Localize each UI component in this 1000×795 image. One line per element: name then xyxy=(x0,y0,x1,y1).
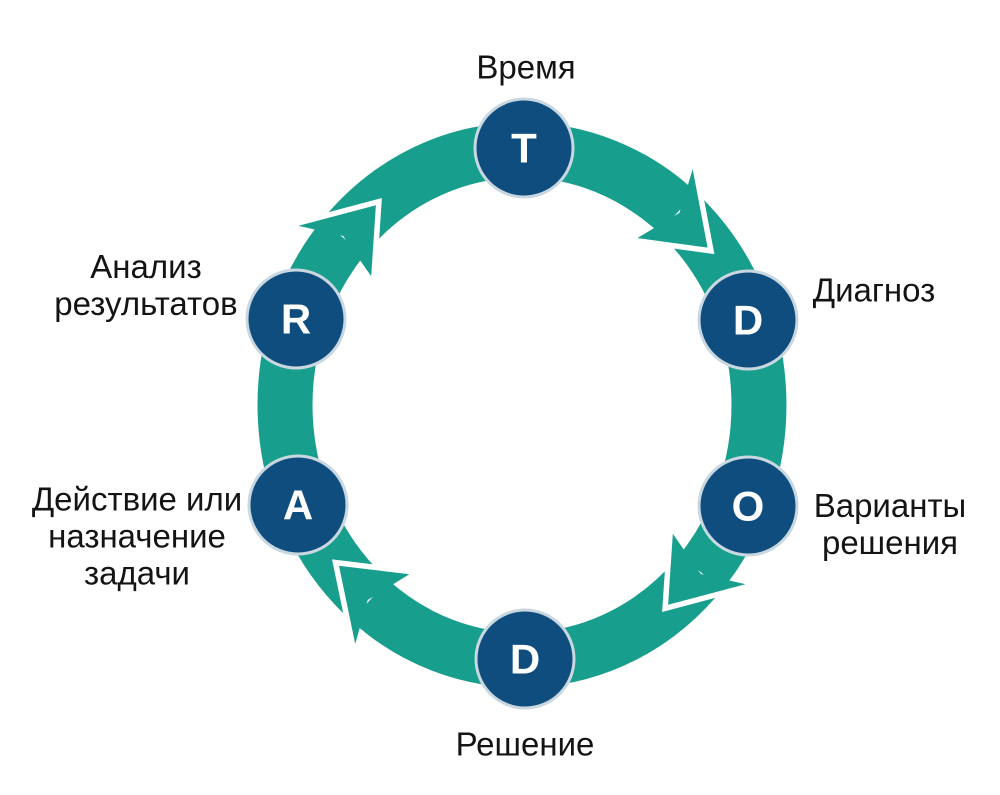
ring-arrow-joint-1 xyxy=(615,153,697,234)
node-letter-D1: D xyxy=(733,297,763,344)
label-options: Варианты решения xyxy=(813,487,967,561)
node-circle-R xyxy=(245,268,347,370)
node-circle-T xyxy=(473,97,575,199)
label-diagnosis: Диагноз xyxy=(812,271,936,309)
node-letter-A: A xyxy=(283,482,313,529)
label-decision: Решение xyxy=(455,725,595,763)
node-circle-O xyxy=(697,455,799,557)
node-circle-D2 xyxy=(474,608,576,710)
node-letter-R: R xyxy=(281,296,311,343)
label-act: Действие или назначение задачи xyxy=(31,480,243,592)
ring-arrow-joint-3 xyxy=(351,579,432,659)
label-time: Время xyxy=(476,48,576,86)
label-review: Анализ результатов xyxy=(54,248,238,322)
node-letter-O: O xyxy=(732,483,765,530)
node-circle-A xyxy=(247,454,349,556)
node-circle-D1 xyxy=(697,269,799,371)
node-letter-D2: D xyxy=(510,636,540,683)
node-letter-T: T xyxy=(511,125,537,172)
